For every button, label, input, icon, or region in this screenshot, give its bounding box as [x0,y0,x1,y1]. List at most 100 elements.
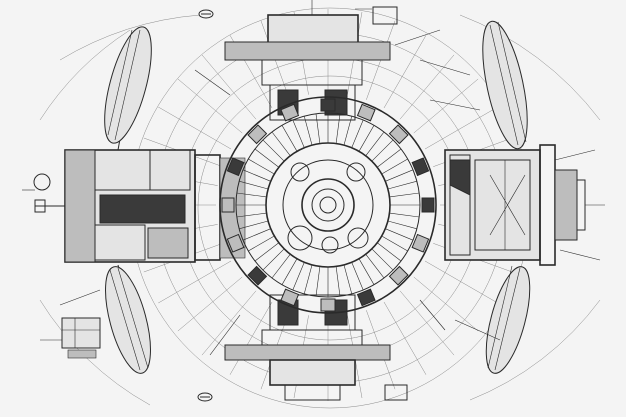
radial-guide-line [399,290,455,356]
callout-markers [22,6,408,402]
hub-spoke [335,266,341,297]
hub-machinery-block [226,233,245,253]
callout-leader [419,299,446,331]
hub-spoke [343,264,353,294]
radial-guide-line [158,106,232,150]
hub-spoke [262,139,285,162]
hub-spoke [242,169,271,182]
radial-guide-line [413,276,479,332]
hub-spoke [315,266,321,297]
hub-machinery-block [226,157,245,177]
hub-spoke [381,158,408,175]
radial-guide-line [413,78,479,134]
hub-spoke [315,113,321,144]
bottom-module [224,294,391,401]
solar-panel-upper-left [104,26,152,151]
hub-spoke [281,125,298,152]
hub-spoke [303,264,313,294]
hub-spoke [389,192,420,198]
hub-spoke [254,148,279,168]
hub-machinery-block [320,98,336,112]
left-module [33,149,246,263]
solar-panel-upper-right [482,20,528,150]
callout-leader [59,289,101,306]
radial-guide-line [201,290,257,356]
hub-machinery-block [247,124,268,145]
hub-machinery-block [411,233,430,253]
hub-machinery-block [221,197,235,213]
hub-spoke [351,262,364,291]
hub-spoke [371,139,394,162]
central-hub [219,96,437,314]
callout-leader [394,29,441,46]
radial-guide-line [201,54,257,120]
hub-spoke [389,212,420,218]
callout-leader [454,319,501,341]
hub-machinery-block [388,124,409,145]
hub-spoke [358,258,375,285]
hub-machinery-block [247,265,268,286]
callout-leader [419,59,471,76]
hub-spoke [377,242,402,262]
hub-machinery-block [411,157,430,177]
hub-machinery [221,98,435,312]
hub-spoke [371,248,394,271]
radial-guide-line [158,260,232,304]
hub-spoke [271,131,291,156]
hub-spoke [248,235,275,252]
radial-guide-line [399,54,455,120]
radial-guide-line [424,260,498,304]
leader-lines [59,29,601,356]
solar-panel-lower-right [485,265,531,374]
hub-machinery-block [280,288,300,307]
hub-spoke [262,248,285,271]
hub-spoke [271,254,291,279]
hub-machinery-block [356,288,376,307]
hub-spoke [248,158,275,175]
hub-spoke [377,148,402,168]
callout-leader [209,314,241,356]
callout-leader [194,69,231,96]
hub-spoke [281,258,298,285]
callout-leader [554,149,596,161]
hub-spoke [239,220,269,230]
solar-panel-lower-left [105,264,151,374]
hub-spoke [236,212,267,218]
hub-machinery-block [388,265,409,286]
hub-spoke [365,131,385,156]
hub-spoke [387,220,417,230]
hub-spoke [292,119,305,148]
hub-spoke [343,116,353,146]
hub-spoke [236,192,267,198]
radial-guide-line [229,301,273,375]
hub-spoke [365,254,385,279]
radial-guide-line [383,301,427,375]
hub-machinery-block [421,197,435,213]
top-module [224,0,391,121]
hub-spoke [239,180,269,190]
right-module [444,144,605,266]
hub-spoke [387,180,417,190]
hub-spoke [303,116,313,146]
callout-leader [559,249,601,261]
hub-machinery-block [280,103,300,122]
hub-spoke [358,125,375,152]
callout-leader [429,99,481,111]
radial-guide-line [177,276,243,332]
hub-ring-ticks [236,113,420,297]
hub-machinery-block [320,298,336,312]
hub-spoke [254,242,279,262]
hub-spoke [335,113,341,144]
radial-guide-line [383,35,427,109]
radial-guide-line [177,78,243,134]
radial-guide-line [424,106,498,150]
hub-spoke [385,169,414,182]
hub-spoke [242,228,271,241]
hub-spoke [385,228,414,241]
lower-left-assembly [61,317,101,359]
hub-spoke [292,262,305,291]
hub-spoke [351,119,364,148]
hub-machinery-block [356,103,376,122]
